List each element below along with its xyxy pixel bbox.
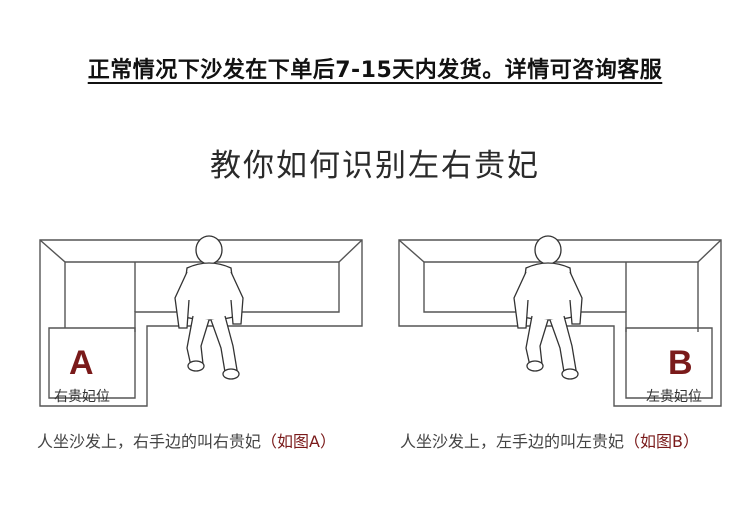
sofa-outline-b: [398, 235, 722, 407]
page-heading: 教你如何识别左右贵妃: [210, 148, 540, 184]
caption-a-paren: （如图A）: [261, 432, 336, 451]
seat-letter-b: B: [668, 344, 693, 382]
seat-label-a: 右贵妃位: [54, 389, 110, 405]
caption-a-main: 人坐沙发上，右手边的叫右贵妃: [37, 432, 262, 451]
seat-label-b: 左贵妃位: [646, 389, 702, 405]
caption-b-main: 人坐沙发上，左手边的叫左贵妃: [400, 432, 625, 451]
sofa-diagram-a: A 右贵妃位: [37, 228, 367, 418]
seated-person-icon: [174, 235, 244, 380]
caption-b: 人坐沙发上，左手边的叫左贵妃（如图B）: [400, 428, 699, 452]
seated-person-icon: [513, 235, 583, 380]
sofa-outline-a: [39, 235, 363, 407]
caption-a: 人坐沙发上，右手边的叫右贵妃（如图A）: [37, 428, 336, 452]
seat-letter-a: A: [69, 344, 94, 382]
caption-b-paren: （如图B）: [624, 432, 699, 451]
sofa-diagram-b: B 左贵妃位: [396, 228, 726, 418]
shipping-notice-banner: 正常情况下沙发在下单后7-15天内发货。详情可咨询客服: [87, 58, 663, 83]
